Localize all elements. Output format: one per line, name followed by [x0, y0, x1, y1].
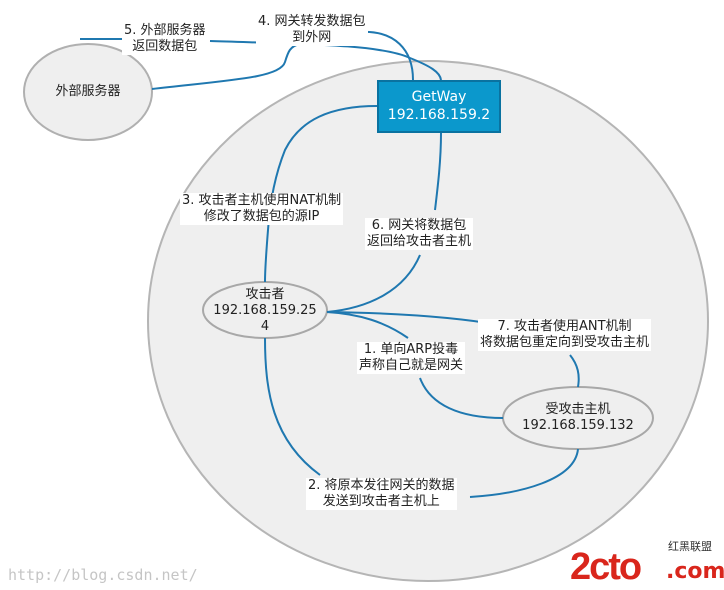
step-6-label: 6. 网关将数据包 返回给攻击者主机	[365, 218, 474, 250]
step-3-line2: 修改了数据包的源IP	[203, 209, 320, 224]
step-4-label: 4. 网关转发数据包 到外网	[256, 14, 368, 46]
external-server-node[interactable]: 外部服务器	[24, 84, 152, 100]
step-2-line1: 2. 将原本发往网关的数据	[308, 478, 455, 493]
step-3-line1: 3. 攻击者主机使用NAT机制	[182, 193, 342, 208]
step-5-label: 5. 外部服务器 返回数据包	[122, 23, 208, 55]
gateway-node[interactable]: GetWay 192.168.159.2	[377, 80, 501, 133]
step-5-line2: 返回数据包	[132, 39, 198, 54]
edge-step-1	[326, 311, 504, 419]
external-server-node-shape	[23, 43, 153, 141]
step-7-line1: 7. 攻击者使用ANT机制	[497, 319, 632, 334]
watermark-text: http://blog.csdn.net/	[8, 566, 198, 584]
lan-circle	[147, 60, 709, 582]
step-5-line1: 5. 外部服务器	[124, 23, 206, 38]
external-server-label: 外部服务器	[55, 84, 121, 99]
step-7-label: 7. 攻击者使用ANT机制 将数据包重定向到受攻击主机	[478, 319, 652, 351]
step-3-label: 3. 攻击者主机使用NAT机制 修改了数据包的源IP	[180, 193, 344, 225]
attacker-ip: 192.168.159.25	[213, 303, 317, 318]
victim-name: 受攻击主机	[545, 402, 611, 417]
edge-step-3	[264, 105, 378, 283]
gateway-ip: 192.168.159.2	[387, 107, 491, 123]
step-4-line1: 4. 网关转发数据包	[258, 14, 366, 29]
edge-step-6	[326, 132, 442, 313]
edge-step-4	[151, 30, 414, 90]
victim-ip: 192.168.159.132	[522, 418, 634, 433]
step-1-line2: 声称自己就是网关	[359, 358, 464, 373]
logo-suffix: .com	[666, 559, 724, 584]
step-7-line2: 将数据包重定向到受攻击主机	[480, 335, 650, 350]
edge-step-2	[264, 337, 579, 498]
step-4-line2: 到外网	[292, 30, 332, 45]
step-1-line1: 1. 单向ARP投毒	[363, 342, 459, 357]
step-2-label: 2. 将原本发往网关的数据 发送到攻击者主机上	[306, 478, 457, 510]
attacker-node[interactable]: 攻击者 192.168.159.25 4	[203, 287, 327, 335]
logo-main: 2cto	[570, 546, 642, 588]
attacker-name: 攻击者	[245, 287, 285, 302]
step-6-line1: 6. 网关将数据包	[371, 218, 467, 233]
step-6-line2: 返回给攻击者主机	[367, 234, 472, 249]
attacker-ip-cont: 4	[260, 319, 270, 334]
logo-cn: 红黑联盟	[668, 540, 712, 553]
victim-node[interactable]: 受攻击主机 192.168.159.132	[503, 402, 653, 434]
step-1-label: 1. 单向ARP投毒 声称自己就是网关	[357, 342, 466, 374]
gateway-name: GetWay	[411, 89, 467, 105]
step-2-line2: 发送到攻击者主机上	[322, 494, 440, 509]
site-logo: 2cto 红黑联盟 .com	[570, 540, 724, 588]
